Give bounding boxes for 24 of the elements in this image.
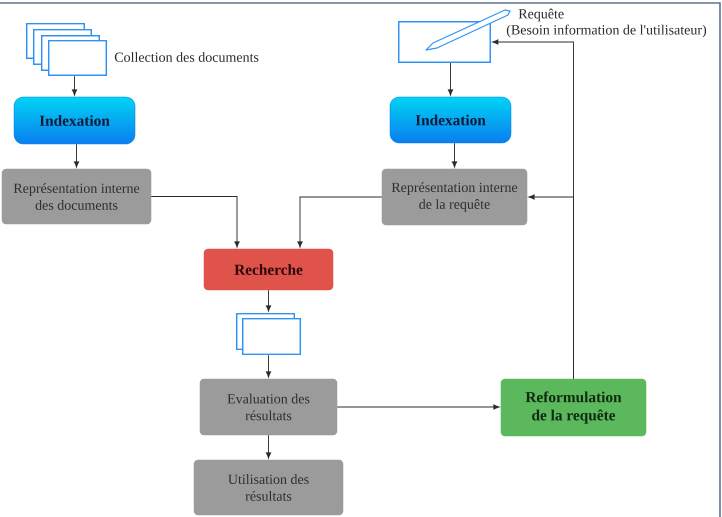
arrow (266, 434, 272, 458)
arrow (336, 404, 500, 410)
arrow (528, 194, 574, 380)
node-label: (Besoin information de l'utilisateur) (506, 24, 706, 38)
process-box: Indexation (14, 96, 136, 144)
process-box: Représentation interne de la requête (382, 168, 528, 226)
process-box: Utilisation des résultats (194, 460, 344, 516)
process-box: Représentation interne des documents (2, 168, 152, 224)
document-stack-icon (236, 312, 302, 356)
process-box: Recherche (204, 248, 334, 290)
arrow (266, 354, 272, 378)
node-label: Requête (518, 8, 564, 22)
arrow (266, 290, 272, 312)
process-box: Indexation (390, 96, 512, 144)
arrow (74, 144, 80, 168)
process-box: Evaluation des résultats (200, 378, 338, 436)
arrow (452, 142, 458, 168)
node-label: Collection des documents (114, 52, 258, 62)
arrow (297, 196, 382, 248)
arrow (448, 62, 454, 96)
arrow (72, 76, 78, 96)
process-box: Reformulation de la requête (500, 378, 646, 436)
arrow (150, 196, 240, 248)
document-stack-icon (26, 22, 108, 76)
